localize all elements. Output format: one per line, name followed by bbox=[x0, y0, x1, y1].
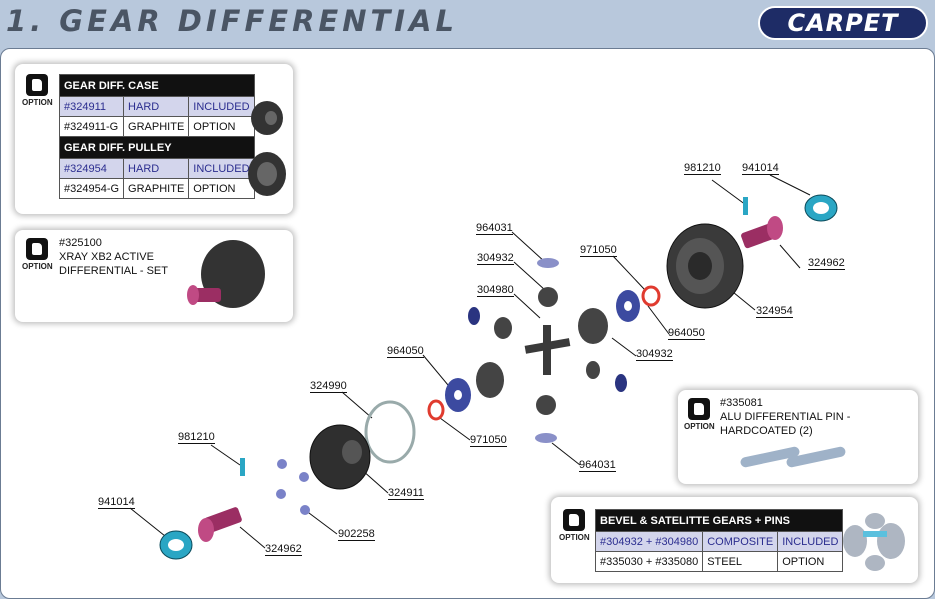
page-title: 1. GEAR DIFFERENTIAL bbox=[6, 4, 458, 38]
table-cell: COMPOSITE bbox=[702, 531, 779, 552]
thumbs-up-icon bbox=[563, 509, 585, 531]
option-badge: OPTION bbox=[559, 509, 590, 542]
part-label: 971050 bbox=[470, 434, 507, 447]
part-label: 964031 bbox=[476, 222, 513, 235]
part-label: 964050 bbox=[387, 345, 424, 358]
table-cell: OPTION bbox=[777, 551, 844, 572]
part-label: 324911 bbox=[388, 487, 424, 500]
diff-set-thumbnail bbox=[187, 240, 265, 308]
part-label: 971050 bbox=[580, 244, 617, 257]
part-label: 902258 bbox=[338, 528, 375, 541]
table-cell: GRAPHITE bbox=[123, 178, 190, 199]
part-label: 324962 bbox=[808, 257, 845, 270]
table-cell: OPTION bbox=[188, 178, 255, 199]
option-label: OPTION bbox=[684, 422, 715, 431]
header-bar: 1. GEAR DIFFERENTIAL CARPET bbox=[0, 0, 935, 46]
part-label: 941014 bbox=[98, 496, 135, 509]
bevel-table-title: BEVEL & SATELITTE GEARS + PINS bbox=[594, 509, 844, 532]
table-cell: #335030 + #335080 bbox=[594, 551, 704, 572]
bevel-gears-thumbnail bbox=[843, 513, 905, 571]
diff-set-line2: DIFFERENTIAL - SET bbox=[59, 265, 168, 277]
table-cell: INCLUDED bbox=[777, 531, 844, 552]
option-label: OPTION bbox=[22, 262, 53, 271]
pin-set-text: #335081 ALU DIFFERENTIAL PIN - HARDCOATE… bbox=[720, 396, 918, 438]
outdrive-324962-top bbox=[741, 216, 783, 249]
table-cell: INCLUDED bbox=[188, 96, 255, 117]
ring-941014-bottom bbox=[159, 530, 193, 560]
pin-set-name: ALU DIFFERENTIAL PIN - HARDCOATED (2) bbox=[720, 411, 851, 437]
part-label: 324990 bbox=[310, 380, 347, 393]
gear-pulley-324954 bbox=[666, 223, 744, 309]
table-cell: #324911-G bbox=[58, 116, 125, 137]
pin-set-part-number: #335081 bbox=[720, 397, 763, 409]
thumbs-up-icon bbox=[26, 74, 48, 96]
table-cell: OPTION bbox=[188, 116, 255, 137]
part-label: 324954 bbox=[756, 305, 793, 318]
part-label: 981210 bbox=[178, 431, 215, 444]
table-cell: #304932 + #304980 bbox=[594, 531, 704, 552]
diff-set-line1: XRAY XB2 ACTIVE bbox=[59, 251, 154, 263]
option-label: OPTION bbox=[22, 98, 53, 107]
bevel-table: BEVEL & SATELITTE GEARS + PINS #304932 +… bbox=[594, 509, 844, 572]
case-pulley-thumbnail bbox=[248, 101, 286, 196]
option-card-diff-set: OPTION #325100 XRAY XB2 ACTIVE DIFFERENT… bbox=[15, 230, 293, 322]
table-cell: HARD bbox=[123, 96, 190, 117]
option-label: OPTION bbox=[559, 533, 590, 542]
diff-set-text: #325100 XRAY XB2 ACTIVE DIFFERENTIAL - S… bbox=[59, 236, 168, 278]
thumbs-up-icon bbox=[26, 238, 48, 260]
carpet-badge-label: CARPET bbox=[787, 9, 899, 37]
table-cell: #324911 bbox=[58, 96, 125, 117]
option-badge: OPTION bbox=[684, 398, 715, 431]
part-label: 304932 bbox=[636, 348, 673, 361]
option-card-pins: OPTION #335081 ALU DIFFERENTIAL PIN - HA… bbox=[678, 390, 918, 484]
part-label: 304980 bbox=[477, 284, 514, 297]
option-card-bevel-gears: OPTION BEVEL & SATELITTE GEARS + PINS #3… bbox=[551, 497, 918, 583]
table-cell: #324954 bbox=[58, 158, 125, 179]
option-badge: OPTION bbox=[22, 74, 53, 107]
part-label: 964031 bbox=[579, 459, 616, 472]
case-table-title: GEAR DIFF. CASE bbox=[59, 74, 255, 97]
carpet-badge: CARPET bbox=[758, 6, 928, 40]
table-cell: STEEL bbox=[702, 551, 779, 572]
pins-thumbnail bbox=[740, 446, 846, 468]
part-label: 981210 bbox=[684, 162, 721, 175]
part-label: 324962 bbox=[265, 543, 302, 556]
diff-set-part-number: #325100 bbox=[59, 237, 102, 249]
cross-pin bbox=[524, 325, 571, 375]
part-label: 941014 bbox=[742, 162, 779, 175]
ring-941014-top bbox=[804, 194, 838, 222]
case-324911 bbox=[309, 424, 371, 490]
thumbs-up-icon bbox=[688, 398, 710, 420]
table-cell: #324954-G bbox=[58, 178, 125, 199]
table-cell: INCLUDED bbox=[188, 158, 255, 179]
part-label: 304932 bbox=[477, 252, 514, 265]
part-label: 964050 bbox=[668, 327, 705, 340]
table-cell: GRAPHITE bbox=[123, 116, 190, 137]
option-badge: OPTION bbox=[22, 238, 53, 271]
outdrive-324962-bottom bbox=[198, 507, 242, 542]
pulley-table-title: GEAR DIFF. PULLEY bbox=[59, 136, 255, 159]
table-cell: HARD bbox=[123, 158, 190, 179]
